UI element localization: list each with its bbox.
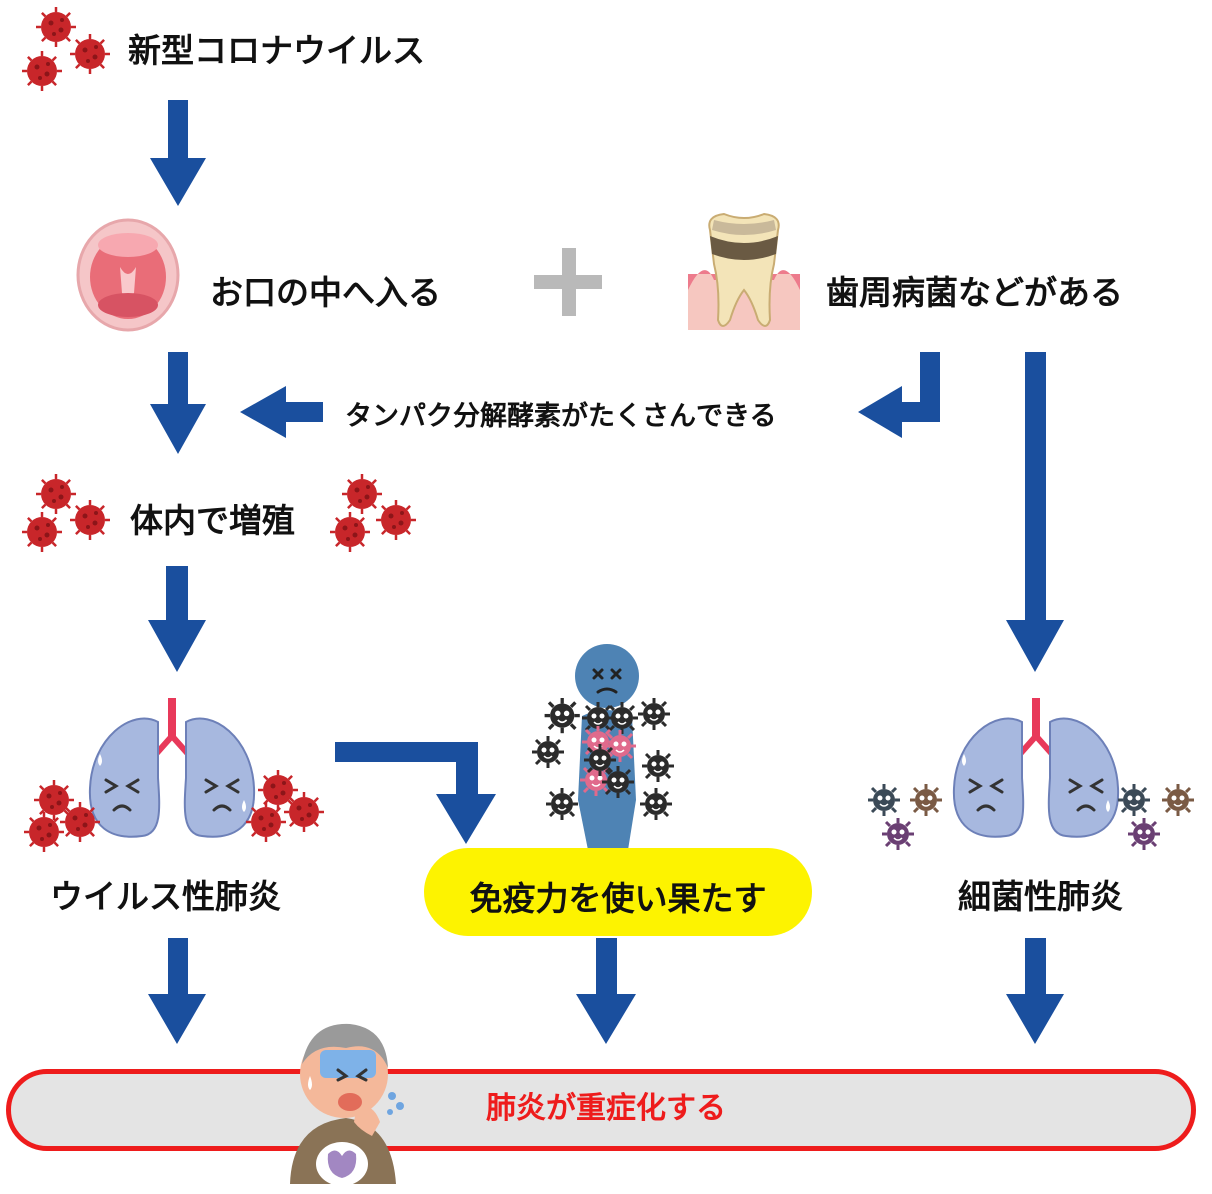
arrow-immunity-to-severe — [576, 938, 636, 1044]
tooth-gum-disease-icon — [688, 212, 800, 330]
label-virus: 新型コロナウイルス — [128, 31, 425, 70]
label-gum: 歯周病菌などがある — [826, 273, 1123, 312]
severe-pneumonia-bar — [6, 1069, 1196, 1151]
viral-lungs-icon — [90, 698, 254, 837]
arrow-enzyme-to-mouth-path — [240, 386, 323, 438]
arrow-gum-to-bacterial — [1006, 352, 1064, 672]
arrow-gum-to-enzyme — [858, 352, 940, 438]
arrow-viral-to-immunity — [335, 742, 496, 844]
label-mouth: お口の中へ入る — [210, 273, 441, 312]
arrow-multiply-to-pneumonia — [148, 566, 206, 672]
arrow-mouth-to-multiply — [150, 352, 206, 454]
virus-cluster-left-icon — [20, 472, 112, 554]
label-bacterial-pneumonia: 細菌性肺炎 — [958, 877, 1123, 916]
label-enzyme: タンパク分解酵素がたくさんできる — [345, 401, 777, 432]
virus-cluster-top-icon — [20, 5, 112, 93]
label-viral-pneumonia: ウイルス性肺炎 — [50, 877, 281, 916]
arrow-virus-to-mouth — [150, 100, 206, 206]
arrow-bacterial-to-severe — [1006, 938, 1064, 1044]
immunity-pill — [424, 848, 812, 936]
arrows — [148, 100, 1064, 1044]
virus-around-lungs-left-icon — [22, 768, 326, 854]
label-immunity: 免疫力を使い果たす — [469, 879, 767, 918]
open-mouth-icon — [76, 218, 180, 332]
label-multiply: 体内で増殖 — [130, 501, 295, 540]
coughing-person-icon — [290, 1023, 404, 1186]
plus-icon — [534, 248, 602, 316]
bacteria-around-lungs-icon — [866, 782, 1196, 852]
arrow-viral-to-severe — [148, 938, 206, 1044]
label-severe: 肺炎が重症化する — [486, 1091, 726, 1126]
bacterial-lungs-icon — [954, 698, 1118, 837]
virus-cluster-right-icon — [328, 472, 418, 554]
